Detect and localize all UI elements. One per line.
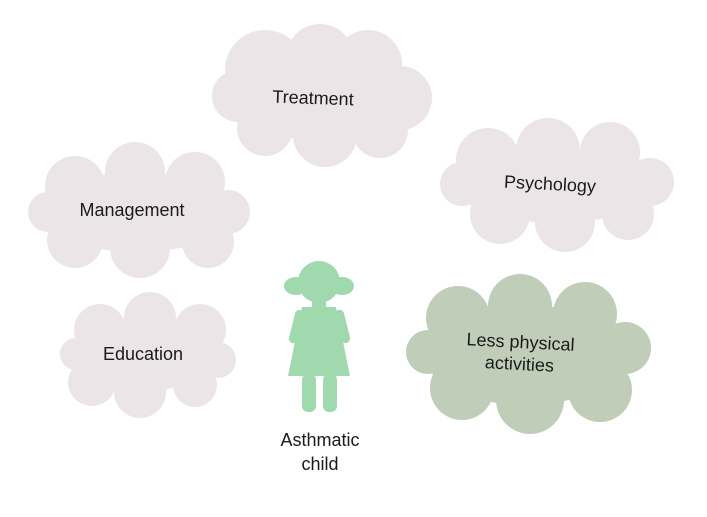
psychology-cloud (440, 118, 674, 252)
treatment-cloud (212, 24, 432, 167)
child-caption-line1: Asthmatic (280, 430, 360, 450)
management-label: Management (79, 200, 185, 220)
less-physical-activities-cloud (406, 274, 651, 434)
education-cloud (60, 292, 236, 418)
child-caption-line2: child (301, 454, 339, 474)
less-physical-activities-label: Less physical activities (454, 328, 586, 379)
management-cloud (28, 142, 250, 278)
treatment-label: Treatment (271, 86, 355, 110)
education-label: Education (102, 344, 184, 364)
child-caption: Asthmatic child (260, 428, 380, 476)
girl-figure-icon (284, 261, 354, 412)
